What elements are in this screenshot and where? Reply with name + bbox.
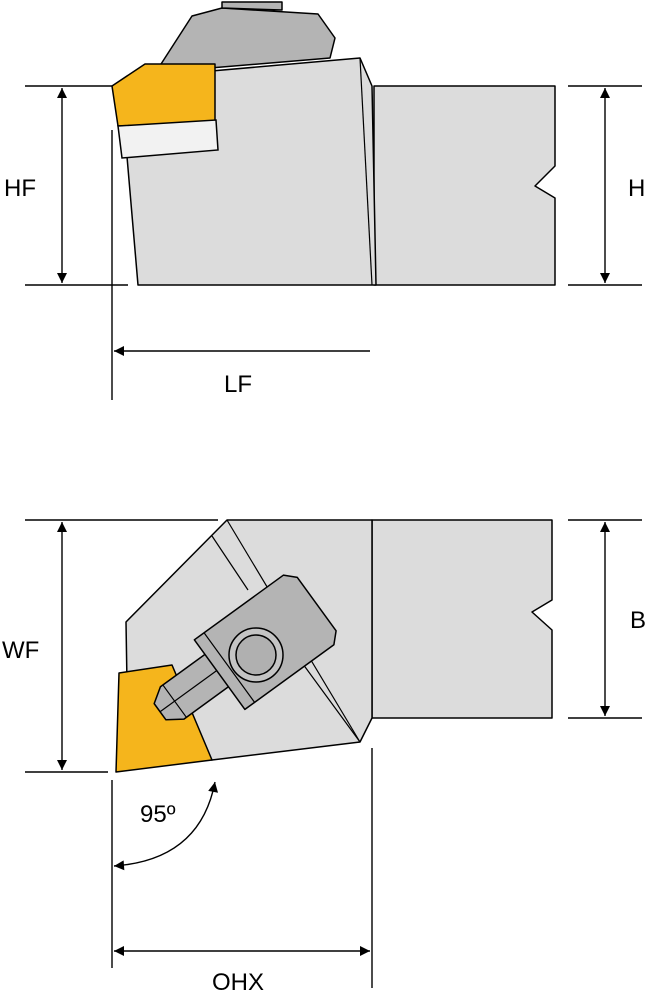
side-clamp-top	[221, 1, 283, 11]
top-clamp-block-edge	[203, 632, 256, 703]
hf-label: HF	[4, 175, 36, 202]
side-shank	[373, 85, 556, 286]
b-label: B	[630, 607, 646, 634]
angle-label: 95º	[140, 801, 176, 828]
lf-label: LF	[224, 371, 252, 398]
side-view: HF H LF	[4, 1, 645, 400]
side-shim	[117, 119, 219, 159]
h-label: H	[628, 175, 645, 202]
ohx-label: OHX	[212, 969, 264, 996]
side-head-edge	[359, 57, 373, 286]
top-head-facet-3	[299, 659, 361, 743]
top-view: WF B 95º OHX	[2, 519, 646, 996]
top-screw-inner	[235, 634, 277, 676]
top-insert	[115, 664, 213, 773]
side-insert	[111, 63, 216, 127]
top-clamp-arm-tip	[162, 684, 187, 718]
top-shank	[371, 519, 553, 719]
angle-arc	[113, 781, 219, 871]
wf-label: WF	[2, 637, 39, 664]
top-head-facet-2	[211, 535, 249, 591]
